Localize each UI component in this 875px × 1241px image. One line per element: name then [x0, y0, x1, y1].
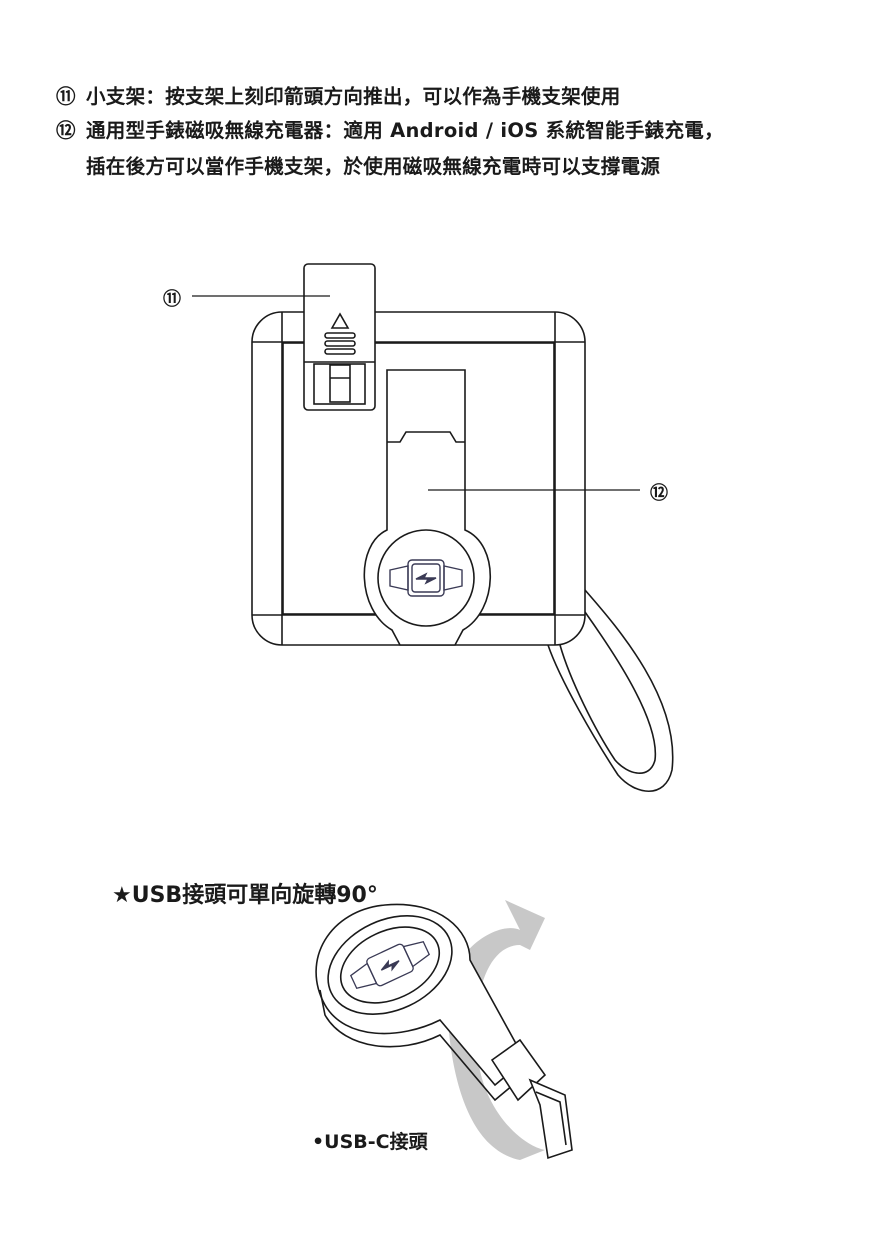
item-number: ⑪ [56, 85, 76, 108]
item-text: 小支架：按支架上刻印箭頭方向推出，可以作為手機支架使用 [86, 85, 621, 108]
item-number: ⑫ [56, 119, 76, 142]
arrow-up-icon [330, 312, 350, 329]
watch-charge-icon [349, 940, 431, 990]
item-12: ⑫ 通用型手錶磁吸無線充電器：適用 Android / iOS 系統智能手錶充電， [56, 114, 724, 143]
callout-11: ⑪ [163, 289, 181, 310]
watch-charger [363, 369, 492, 646]
item-11: ⑪ 小支架：按支架上刻印箭頭方向推出，可以作為手機支架使用 [56, 80, 621, 109]
wrist-strap [547, 589, 674, 793]
usb-rotation-illustration [315, 900, 573, 1160]
item-12-continued: 插在後方可以當作手機支架，於使用磁吸無線充電時可以支撐電源 [86, 155, 661, 178]
watch-charge-icon [389, 559, 463, 597]
usb-rotation-note: ★USB接頭可單向旋轉90° [112, 883, 378, 908]
callout-12: ⑫ [650, 483, 668, 504]
usb-c-label: •USB-C接頭 [312, 1131, 428, 1153]
small-stand [303, 263, 376, 411]
item-text: 通用型手錶磁吸無線充電器：適用 Android / iOS 系統智能手錶充電， [86, 119, 724, 142]
